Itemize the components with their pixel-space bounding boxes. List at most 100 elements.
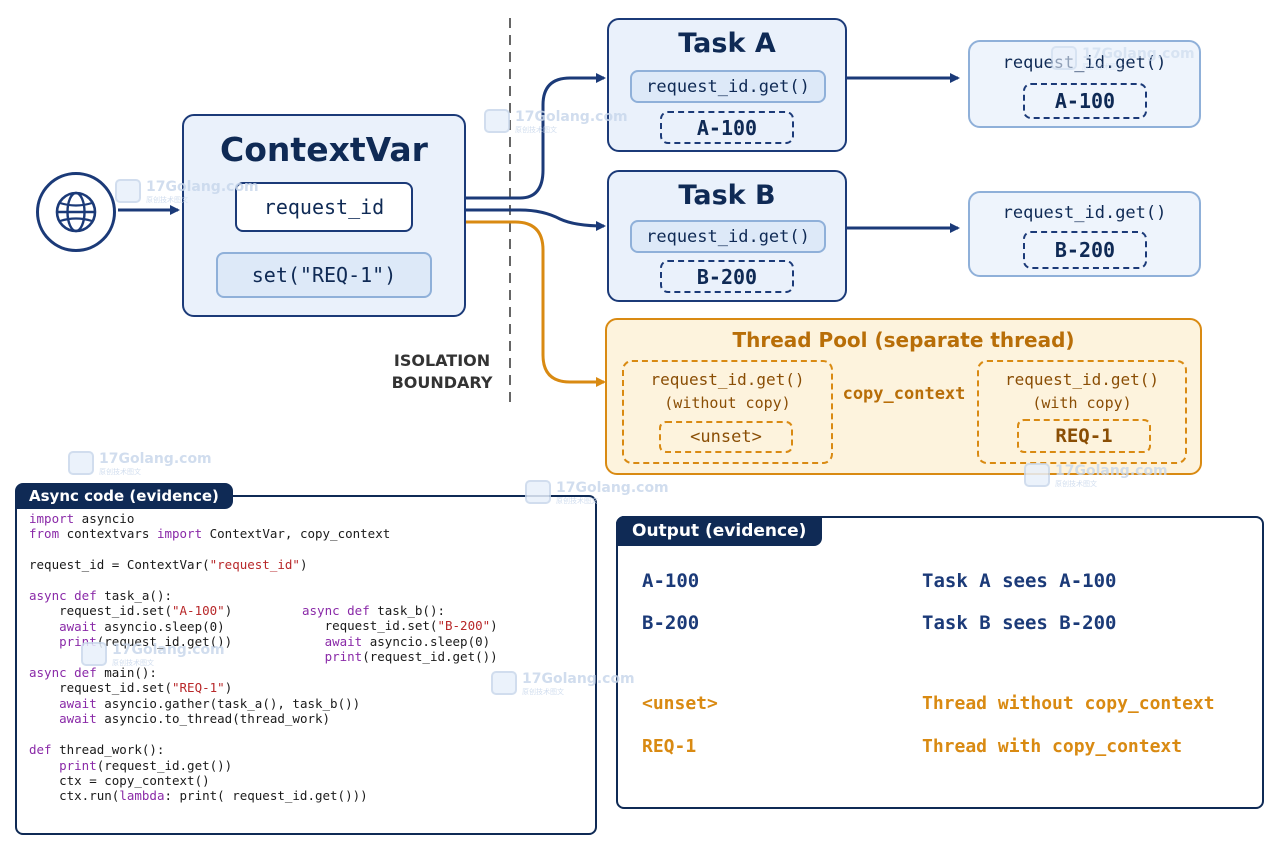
thread-right-value: REQ-1 [1017,419,1151,453]
watermark-text: 17Golang.com [522,671,635,687]
copy-context-label: copy_context [842,384,966,404]
thread-right-note: (with copy) [1032,394,1132,412]
code-panel: Async code (evidence) import asyncio fro… [15,483,597,835]
code-line: request_id.set("REQ-1") [29,680,233,696]
result-a-call: request_id.get() [1002,53,1167,73]
output-row-result: Thread without copy_context [922,693,1215,714]
output-row-result: Task B sees B-200 [922,612,1117,634]
watermark-logo-icon [491,671,517,695]
code-line: ctx = copy_context() [29,772,210,788]
output-row-value: <unset> [642,693,718,714]
watermark-sub: 原创技术图文 [522,688,564,696]
boundary-line-2: BOUNDARY [391,373,493,392]
code-line: await asyncio.sleep(0) [324,633,491,649]
code-block-task-b: async def task_b(): request_id.set("B-20… [302,603,582,665]
code-line: request_id.set("A-100") [29,603,233,619]
code-line: print(request_id.get()) [59,634,233,650]
watermark-sub: 原创技术图文 [112,659,154,667]
contextvar-title: ContextVar [220,130,428,169]
watermark-logo-icon [81,642,107,666]
watermark-text: 17Golang.com [112,642,225,658]
code-line [29,573,589,588]
watermark-text: 17Golang.com [1055,463,1168,479]
task-b-title: Task B [678,180,776,211]
code-line: request_id.set("B-200") [302,618,498,634]
thread-right-call: request_id.get() [1004,370,1160,389]
watermark: 17Golang.com 原创技术图文 [68,451,212,477]
watermark-logo-icon [115,179,141,203]
task-a-value: A-100 [660,111,794,144]
watermark: 17Golang.com 原创技术图文 [1024,463,1168,489]
thread-left-call: request_id.get() [650,370,805,389]
thread-right-box: request_id.get() (with copy) REQ-1 [977,360,1187,464]
watermark: 17Golang.com 原创技术图文 [1051,46,1195,72]
result-a-value: A-100 [1023,83,1147,119]
code-line: await asyncio.gather(task_a(), task_b()) [59,695,361,711]
code-line [29,542,589,557]
output-panel: Output (evidence) A-100 Task A sees A-10… [616,516,1264,809]
watermark-sub: 原创技术图文 [99,468,141,476]
watermark-text: 17Golang.com [556,480,669,496]
thread-left-box: request_id.get() (without copy) <unset> [622,360,833,464]
thread-left-value: <unset> [659,421,793,453]
code-line: from contextvars import ContextVar, copy… [29,526,391,542]
watermark: 17Golang.com 原创技术图文 [525,480,669,506]
watermark-sub: 原创技术图文 [1082,63,1124,71]
output-row-value: A-100 [642,570,700,592]
code-line [29,727,589,742]
watermark-logo-icon [1051,46,1077,70]
result-a-box: request_id.get() A-100 [968,40,1201,128]
thread-left-note: (without copy) [664,394,791,412]
code-panel-title: Async code (evidence) [15,483,233,509]
thread-pool-title: Thread Pool (separate thread) [732,328,1075,352]
watermark-text: 17Golang.com [1082,46,1195,62]
thread-pool-box: Thread Pool (separate thread) request_id… [605,318,1202,475]
task-a-box: Task A request_id.get() A-100 [607,18,847,152]
watermark: 17Golang.com 原创技术图文 [115,179,259,205]
code-line: print(request_id.get()) [59,757,233,773]
code-block: import asyncio from contextvars import C… [29,511,589,804]
code-line: ctx.run(lambda: print( request_id.get())… [29,788,368,804]
code-line: def thread_work(): [29,742,165,758]
result-b-call: request_id.get() [1002,203,1167,223]
watermark-text: 17Golang.com [146,179,259,195]
task-b-call: request_id.get() [630,220,826,253]
set-call-label: set("REQ-1") [216,252,432,298]
watermark: 17Golang.com 原创技术图文 [491,671,635,697]
code-line: await asyncio.sleep(0) [59,618,225,634]
watermark: 17Golang.com 原创技术图文 [81,642,225,668]
output-panel-title: Output (evidence) [616,516,823,546]
task-b-value: B-200 [660,260,794,293]
request-id-label: request_id [235,182,413,232]
code-line: async def task_a(): [29,588,172,604]
task-b-box: Task B request_id.get() B-200 [607,170,847,302]
watermark-sub: 原创技术图文 [146,196,188,204]
watermark-logo-icon [484,109,510,133]
code-line: request_id = ContextVar("request_id") [29,557,308,573]
isolation-boundary-label: ISOLATION BOUNDARY [380,350,504,394]
task-a-title: Task A [678,28,776,59]
output-row-value: REQ-1 [642,736,697,757]
watermark-text: 17Golang.com [99,451,212,467]
contextvar-box: ContextVar request_id set("REQ-1") [182,114,466,317]
output-row-result: Task A sees A-100 [922,570,1117,592]
boundary-line-1: ISOLATION [393,351,491,370]
result-b-box: request_id.get() B-200 [968,191,1201,277]
watermark-sub: 原创技术图文 [556,497,598,505]
result-b-value: B-200 [1023,231,1147,269]
code-line: async def task_b(): [302,603,445,618]
watermark-text: 17Golang.com [515,109,628,125]
code-line: async def main(): [29,665,157,681]
watermark-sub: 原创技术图文 [1055,480,1097,488]
watermark-logo-icon [525,480,551,504]
code-line: await asyncio.to_thread(thread_work) [59,711,331,727]
output-row-result: Thread with copy_context [922,736,1183,757]
task-a-call: request_id.get() [630,70,826,103]
globe-icon [36,172,116,252]
output-row-value: B-200 [642,612,700,634]
watermark-logo-icon [68,451,94,475]
code-line: print(request_id.get()) [324,649,498,665]
code-line: import asyncio [29,511,135,526]
watermark-logo-icon [1024,463,1050,487]
watermark: 17Golang.com 原创技术图文 [484,109,628,135]
